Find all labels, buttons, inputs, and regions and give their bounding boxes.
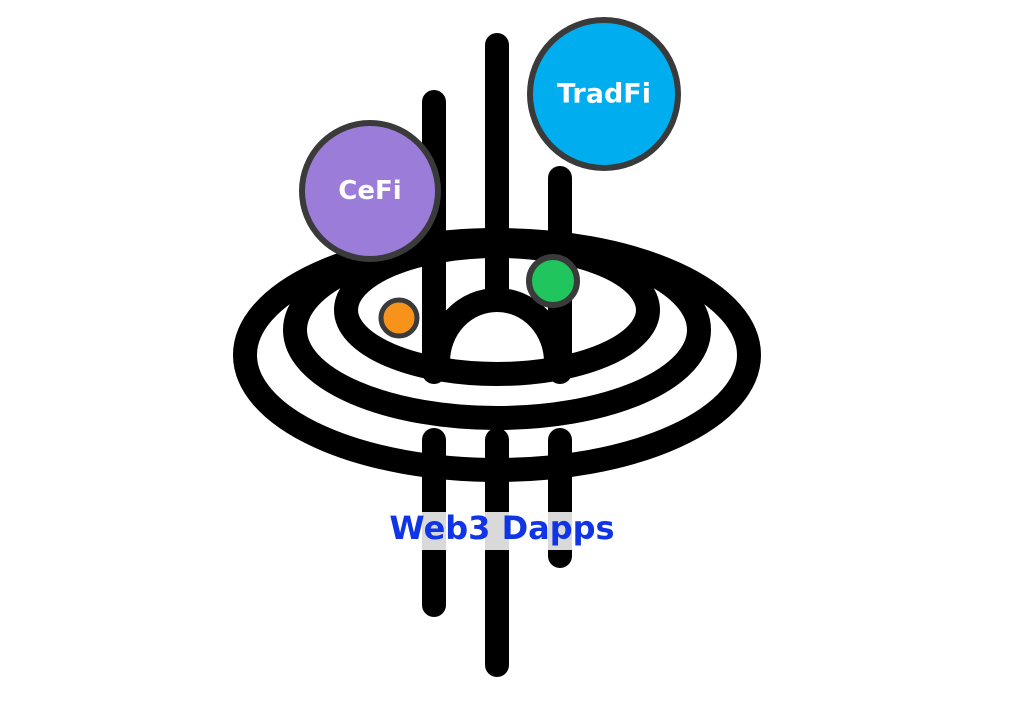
bar-gap-fills — [422, 512, 572, 550]
cefi-bubble: CeFi — [299, 120, 441, 262]
web3-dapps-caption: Web3 Dapps — [389, 509, 614, 547]
green-dot — [526, 254, 580, 308]
tradfi-circle — [527, 17, 681, 171]
tradfi-label: TradFi — [557, 79, 651, 110]
tradfi-bubble: TradFi — [527, 17, 681, 171]
cefi-circle — [299, 120, 441, 262]
cefi-label: CeFi — [338, 176, 401, 206]
orange-dot — [378, 297, 420, 339]
